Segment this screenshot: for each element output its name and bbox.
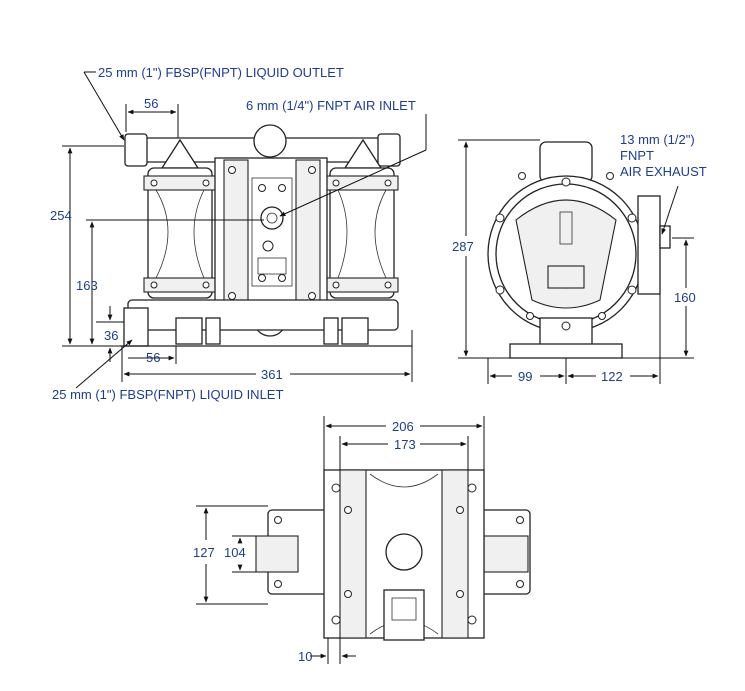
dim-side-height: 287	[452, 239, 474, 254]
dim-side-right-width: 122	[601, 369, 623, 384]
dim-top-inner-width: 173	[394, 437, 416, 452]
liquid-inlet-callout: 25 mm (1") FBSP(FNPT) LIQUID INLET	[52, 387, 283, 402]
front-view	[120, 124, 412, 347]
top-view-dimensions: 206 173 127 104 10	[193, 416, 485, 664]
top-view	[255, 469, 531, 641]
air-exhaust-callout-line2: FNPT	[620, 148, 654, 163]
front-view-dimensions: 56 254 163 36 56 361	[50, 71, 427, 389]
dim-outlet-offset: 56	[144, 96, 158, 111]
dim-top-inner-depth: 104	[224, 545, 246, 560]
dim-overall-width: 361	[261, 367, 283, 382]
air-exhaust-callout-line1: 13 mm (1/2")	[620, 132, 695, 147]
air-exhaust-callout-line3: AIR EXHAUST	[620, 164, 707, 179]
air-inlet-callout: 6 mm (1/4") FNPT AIR INLET	[246, 98, 416, 113]
dim-air-inlet-height: 163	[76, 278, 98, 293]
dim-inlet-offset: 56	[146, 350, 160, 365]
dim-total-height: 254	[50, 208, 72, 223]
dim-top-offset: 10	[298, 649, 312, 664]
dim-top-outer-depth: 127	[193, 545, 215, 560]
dim-inlet-height: 36	[104, 328, 118, 343]
dim-exhaust-height: 160	[674, 290, 696, 305]
dim-top-outer-width: 206	[392, 419, 414, 434]
side-view-dimensions: 287 160 99 122	[452, 139, 696, 384]
dim-side-left-width: 99	[518, 369, 532, 384]
side-view	[487, 141, 671, 359]
liquid-outlet-callout: 25 mm (1") FBSP(FNPT) LIQUID OUTLET	[98, 65, 344, 80]
